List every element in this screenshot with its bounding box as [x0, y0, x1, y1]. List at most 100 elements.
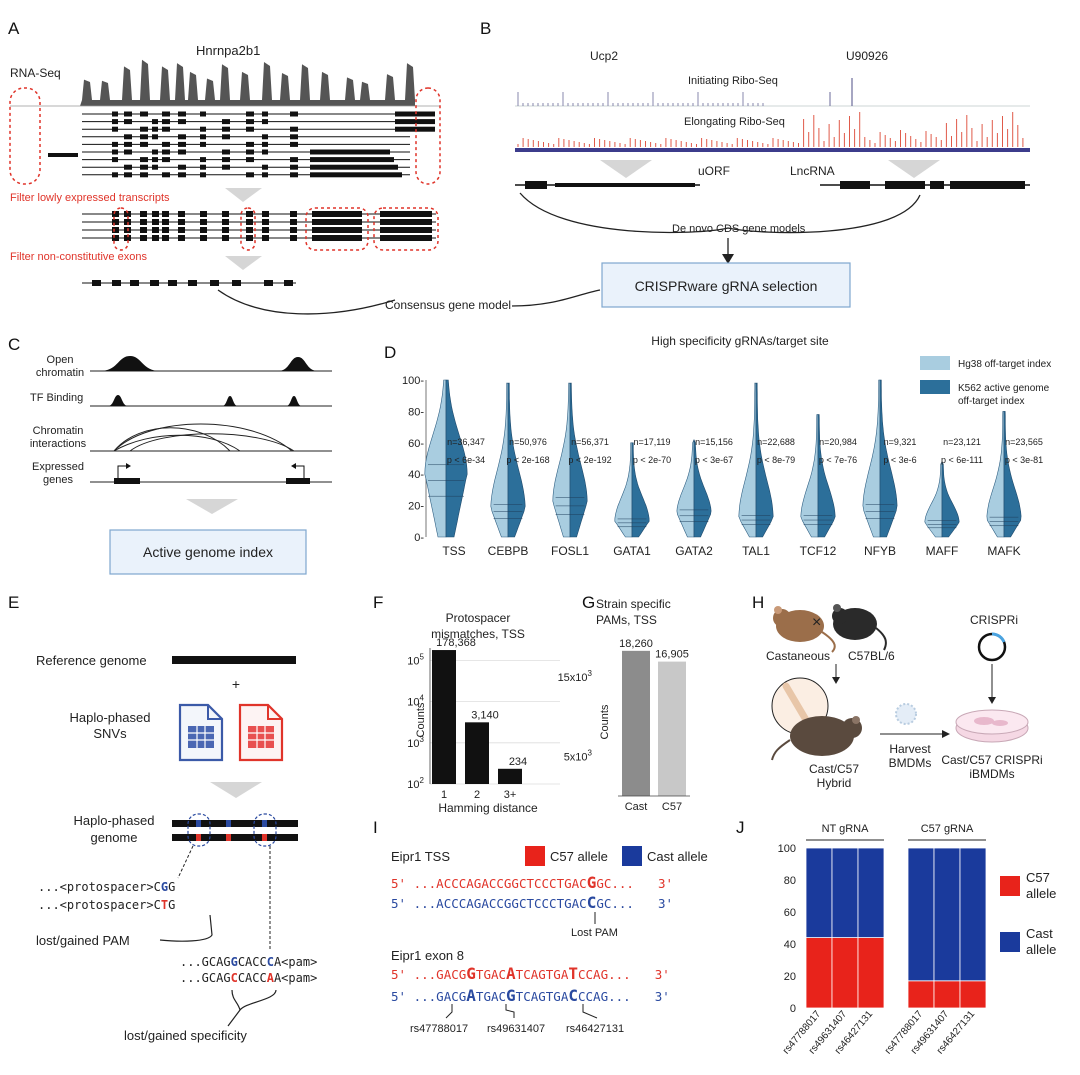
- exon-block: [264, 280, 273, 286]
- violin-right-mafk: [1003, 411, 1022, 538]
- exon-block: [222, 119, 230, 125]
- cds-gene-models: [515, 181, 1030, 189]
- exon-block: [310, 164, 398, 170]
- y-tick-label: 80-: [408, 406, 424, 418]
- exon-block: [124, 119, 132, 125]
- data-label: 3,140: [471, 709, 499, 721]
- crispri-label: CRISPRi: [970, 613, 1018, 627]
- exon-block: [152, 119, 158, 125]
- exon-block: [140, 219, 147, 225]
- y-axis-label: Counts: [599, 704, 611, 739]
- x-tick-label: CEBPB: [488, 544, 529, 558]
- p-label: p < 8e-79: [757, 455, 795, 465]
- group-label: C57 gRNA: [921, 823, 974, 835]
- n-label: n=23,565: [1005, 437, 1043, 447]
- exon-block: [112, 211, 119, 217]
- uorf-label: uORF: [698, 164, 730, 178]
- x-tick-label: GATA1: [613, 544, 651, 558]
- violin-left-gata2: [676, 439, 695, 538]
- exon-block: [178, 119, 186, 125]
- reference-genome-label: Reference genome: [36, 653, 147, 668]
- arrow-down-icon: [186, 499, 238, 514]
- exon-block: [178, 141, 186, 147]
- x-tick-label: FOSL1: [551, 544, 589, 558]
- chromatin-interactions-label-2: interactions: [30, 438, 87, 450]
- exon-block: [310, 149, 390, 155]
- track-bar: [515, 148, 1030, 152]
- exon-block: [178, 134, 186, 140]
- snv-marker: [262, 834, 267, 841]
- tf-peak: [108, 395, 128, 406]
- exon-block: [178, 149, 186, 155]
- exon-block: [262, 172, 268, 178]
- exon-block: [246, 126, 254, 132]
- data-label: 234: [509, 756, 527, 768]
- y-tick-label: 20: [784, 971, 796, 983]
- consensus-gene-model-label: Consensus gene model: [385, 298, 511, 312]
- exon-block: [262, 164, 268, 170]
- exon-block: [262, 235, 269, 241]
- y-tick-label: 0: [790, 1003, 796, 1015]
- bar-segment-c57: [907, 980, 935, 1009]
- exon-block: [290, 141, 298, 147]
- tss-sequence-cast: 5' ...ACCCAGACCGGCTCCCTGACCGC...3': [391, 893, 673, 912]
- exon-block: [290, 164, 298, 170]
- tss-arrow-icon: [294, 465, 305, 478]
- exon-block: [124, 141, 132, 147]
- exon-block: [246, 211, 253, 217]
- pointer-line: [582, 1004, 598, 1019]
- haplo-snv-label-1: Haplo-phased: [70, 710, 151, 725]
- exon-block: [290, 227, 297, 233]
- exon-block: [380, 219, 432, 225]
- x-tick-label: MAFK: [987, 544, 1020, 558]
- non-constitutive-exon-highlight-2: [240, 207, 256, 251]
- arrow-head-icon: [832, 677, 840, 684]
- exon-block: [140, 157, 148, 163]
- chromatin-peak: [278, 357, 318, 371]
- exon-block: [48, 153, 78, 157]
- cast-allele-swatch: [622, 846, 642, 866]
- exon-block: [262, 111, 268, 117]
- gene-block: [114, 478, 140, 484]
- panel-label-j: J: [736, 818, 745, 837]
- violin-left-cebpb: [490, 382, 509, 538]
- exon-block: [140, 164, 148, 170]
- exon-block: [92, 280, 101, 286]
- violin-right-fosl1: [569, 382, 588, 538]
- snv-highlight: [253, 813, 277, 847]
- exon-block: [112, 219, 119, 225]
- exon-block: [178, 164, 186, 170]
- bmdm-cell-icon: [895, 703, 917, 725]
- bar-segment-cast: [907, 847, 935, 982]
- exon-block: [246, 119, 254, 125]
- chromatin-interactions-label-1: Chromatin: [33, 425, 84, 437]
- exon-block: [140, 134, 148, 140]
- castaneous-label: Castaneous: [766, 649, 830, 663]
- exon-block: [140, 111, 148, 117]
- interaction-arc: [113, 434, 241, 452]
- p-label: p < 7e-76: [819, 455, 857, 465]
- p-label: p < 3e-67: [695, 455, 733, 465]
- exon-block: [112, 126, 118, 132]
- violin-right-maff: [941, 461, 960, 538]
- rnaseq-label: RNA-Seq: [10, 66, 61, 80]
- exon-block: [124, 164, 132, 170]
- legend-label: allele: [1026, 886, 1056, 901]
- exon-block: [262, 134, 268, 140]
- data-label: 178,368: [436, 637, 476, 649]
- specificity-sequence-line-2: ...GCAGCCACCAA<pam>: [180, 971, 317, 985]
- p-label: p < 6e-34: [447, 455, 485, 465]
- n-label: n=9,321: [884, 437, 917, 447]
- p-label: p < 6e-111: [941, 455, 983, 465]
- panel-label-c: C: [8, 335, 20, 354]
- n-label: n=20,984: [819, 437, 857, 447]
- y-tick-label: 15x103: [558, 669, 593, 684]
- arrow-down-icon: [888, 160, 940, 178]
- y-tick-label: 105: [407, 652, 424, 667]
- panel-label-d: D: [384, 343, 396, 362]
- exon-block: [262, 141, 268, 147]
- exon-block: [290, 111, 298, 117]
- exon-block: [310, 157, 394, 163]
